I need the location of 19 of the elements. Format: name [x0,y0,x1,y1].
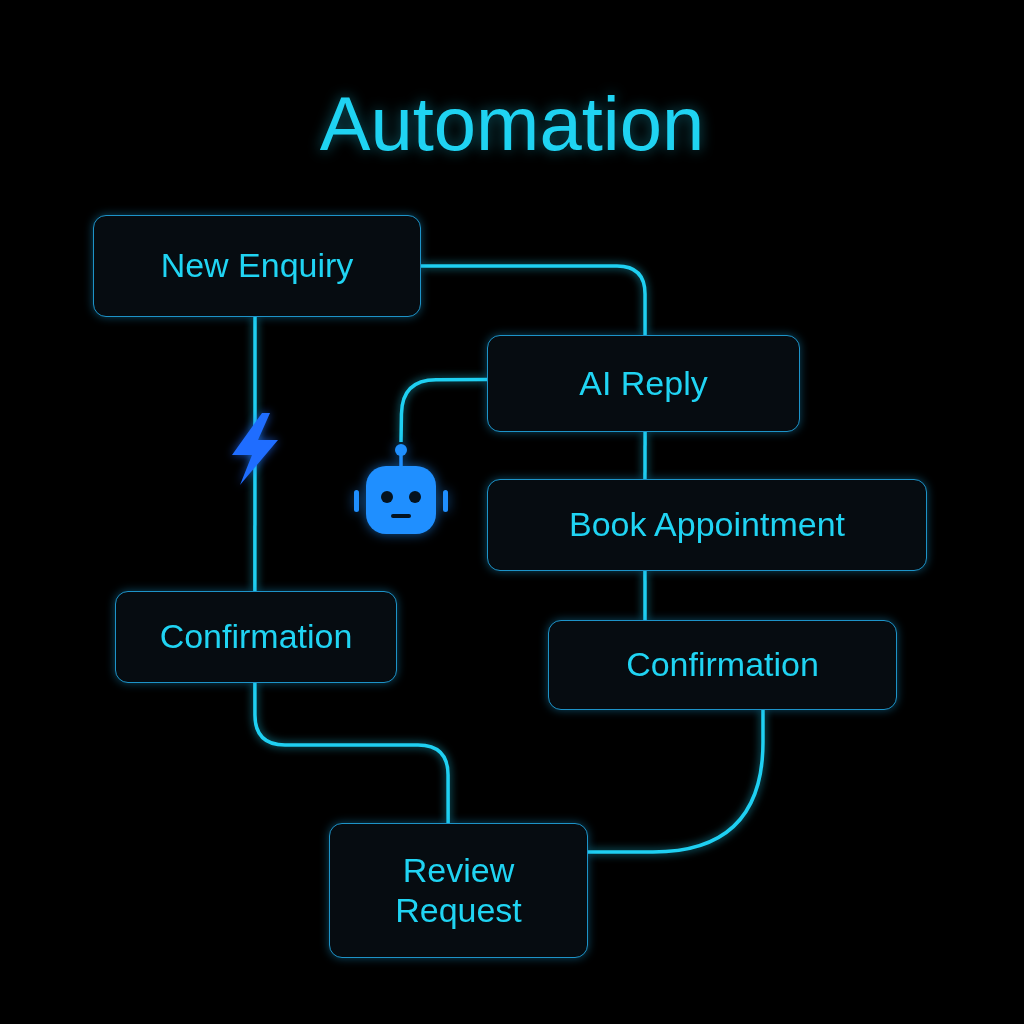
process-box [548,620,897,710]
connector-line [588,710,765,854]
node-label: Confirmation [626,645,819,685]
diagram-title: Automation [319,81,705,166]
connector-line [421,264,647,335]
process-box [115,591,397,683]
connector-line [399,377,487,443]
process-box [93,215,421,317]
node-label: Confirmation [159,617,353,657]
node-label: Review Request [394,851,523,930]
process-box [329,823,588,958]
connector-line [643,432,647,479]
process-box [487,335,800,432]
connector-line [253,683,450,823]
process-box [487,479,927,571]
node-label: AI Reply [579,363,708,404]
node-label: New Enquiry [160,246,354,286]
node-label: Book Appointment [569,505,845,545]
connector-line [643,571,647,620]
